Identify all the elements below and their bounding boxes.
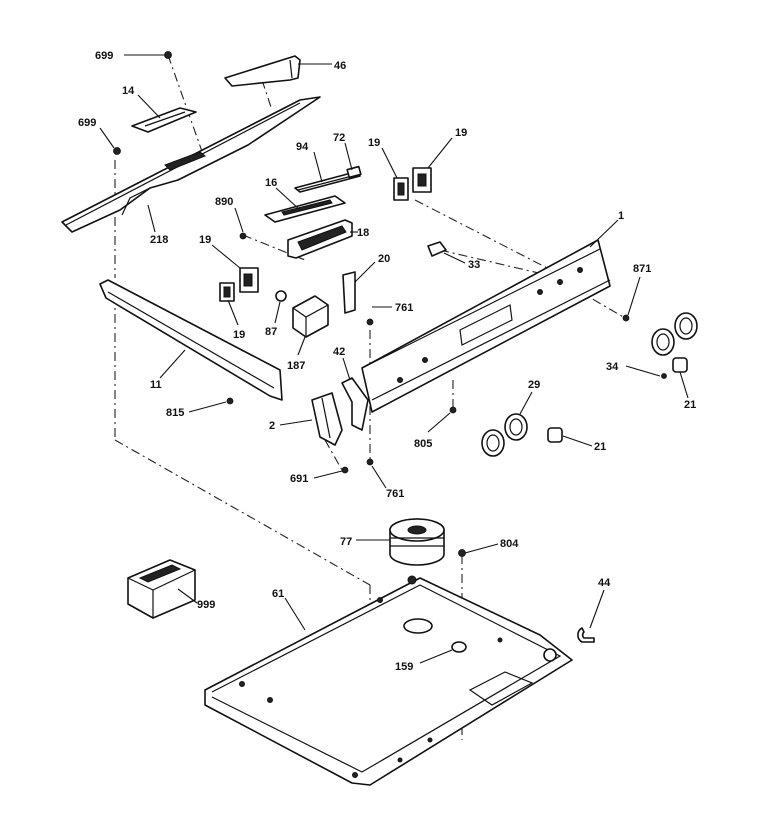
label-14: 14	[122, 85, 135, 97]
part-77-coil	[389, 518, 445, 566]
label-218: 218	[150, 234, 168, 246]
part-19-switch-c	[239, 267, 259, 293]
label-19-top-left: 19	[368, 137, 380, 149]
part-16-overlay	[264, 195, 346, 223]
label-61: 61	[272, 588, 284, 600]
label-46: 46	[334, 60, 346, 72]
label-999: 999	[197, 599, 215, 611]
part-29-knobs	[481, 312, 698, 457]
leader-lines	[99, 54, 689, 664]
part-72-spacer	[346, 165, 362, 179]
label-16: 16	[265, 177, 277, 189]
part-61-bottom-pan	[204, 575, 573, 786]
part-46-bracket	[224, 55, 301, 87]
part-20-bracket	[342, 271, 356, 314]
part-159-fitting	[451, 641, 467, 653]
label-72: 72	[333, 132, 345, 144]
part-labels: 699 46 14 699 94 72 19 19 16 890 18 218 …	[78, 50, 696, 673]
part-42-bracket	[341, 377, 369, 431]
part-11-rail	[99, 279, 283, 401]
label-29: 29	[528, 379, 540, 391]
label-94: 94	[296, 141, 309, 153]
label-871: 871	[633, 263, 651, 275]
label-87: 87	[265, 326, 277, 338]
label-33: 33	[468, 259, 480, 271]
label-761-upper: 761	[395, 302, 413, 314]
part-94-strip	[294, 171, 361, 193]
screws	[113, 51, 667, 557]
label-21-right: 21	[684, 399, 696, 411]
label-1: 1	[618, 210, 624, 222]
part-19-switch-d	[219, 282, 235, 302]
part-44-clip	[577, 627, 595, 643]
label-19-low: 19	[233, 329, 245, 341]
part-999-box	[127, 559, 196, 619]
label-21-mid: 21	[594, 441, 606, 453]
label-699-left: 699	[78, 117, 96, 129]
label-699-top: 699	[95, 50, 113, 62]
label-77: 77	[340, 536, 352, 548]
label-187: 187	[287, 360, 305, 372]
label-44: 44	[598, 577, 611, 589]
label-20: 20	[378, 253, 390, 265]
label-815: 815	[166, 407, 184, 419]
label-159: 159	[395, 661, 413, 673]
part-19-switch-b	[412, 167, 432, 193]
label-804: 804	[500, 538, 519, 550]
part-18-control-board	[287, 219, 353, 259]
label-18: 18	[357, 227, 369, 239]
part-218-top-cover	[61, 96, 321, 233]
label-761-lower: 761	[386, 488, 404, 500]
part-2-bracket	[311, 392, 343, 446]
part-87-nut	[275, 290, 287, 302]
label-805: 805	[414, 438, 432, 450]
part-1-manifold-panel	[361, 239, 611, 413]
label-691: 691	[290, 473, 308, 485]
part-187-block	[292, 295, 329, 338]
label-11: 11	[150, 379, 162, 391]
part-33-clip	[427, 241, 447, 257]
label-42: 42	[333, 346, 345, 358]
part-19-switch-a	[393, 177, 409, 201]
label-19-mid: 19	[199, 234, 211, 246]
part-14-plate	[131, 107, 197, 133]
label-34: 34	[606, 361, 619, 373]
label-890: 890	[215, 196, 233, 208]
label-19-top-right: 19	[455, 127, 467, 139]
label-2: 2	[269, 420, 275, 432]
